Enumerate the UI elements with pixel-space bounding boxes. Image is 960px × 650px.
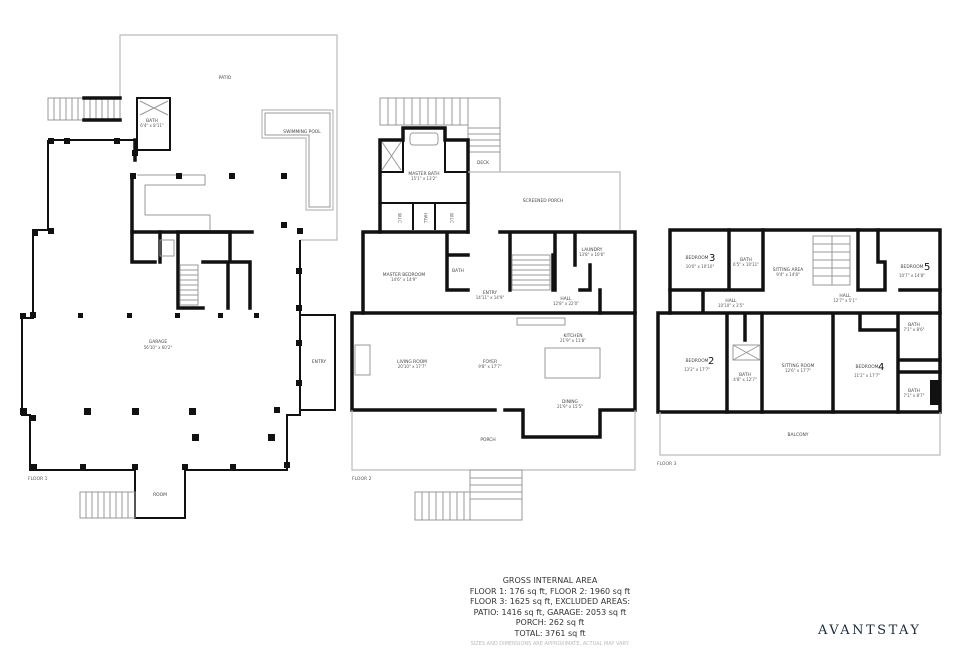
floor3-inner-walls [668, 228, 942, 414]
room-label-wic: W.I.C [397, 213, 402, 223]
floor-label: FLOOR 2 [352, 476, 372, 482]
disclaimer: SIZES AND DIMENSIONS ARE APPROXIMATE, AC… [470, 641, 630, 647]
room-dims: 9'8" x 17'7" [478, 364, 502, 369]
floor-3-plan: BEDROOM 3 10'0" x 10'10" BATH 6'5" x 10'… [656, 228, 942, 467]
room-label-entry: ENTRY [312, 359, 327, 365]
stairs-icon [414, 469, 523, 521]
gross-internal-area-summary: GROSS INTERNAL AREA FLOOR 1: 176 sq ft, … [360, 576, 740, 650]
room-dims: 14'11" x 14'9" [476, 295, 505, 300]
room-label-screened-porch: SCREENED PORCH [523, 198, 564, 204]
room-dims: 21'9" x 15'5" [557, 404, 583, 409]
room-label-bath: BATH [908, 388, 920, 394]
bedroom-number: 3 [709, 253, 715, 264]
garage-outer-wall [21, 139, 301, 519]
room-dims: 15'1" x 13'2" [411, 176, 437, 181]
summary-line: PATIO: 1416 sq ft, GARAGE: 2053 sq ft [473, 607, 627, 617]
room-dims: 6'4" x 8'11" [140, 123, 164, 128]
room-label-bedroom-5: BEDROOM [901, 264, 924, 270]
room-label-garage: GARAGE [149, 339, 168, 345]
room-label-porch: PORCH [480, 437, 495, 443]
room-label-kitchen: KITCHEN [563, 333, 582, 339]
room-label-bedroom-2: BEDROOM [686, 358, 709, 364]
floor-label: FLOOR 3 [657, 461, 677, 467]
summary-title: GROSS INTERNAL AREA [502, 576, 598, 585]
bedroom-number: 2 [708, 356, 714, 367]
room-label-foyer: FOYER [483, 359, 497, 365]
room-label-master-bedroom: MASTER BEDROOM [383, 272, 426, 278]
columns [20, 138, 303, 471]
room-label-hall: HALL [560, 296, 572, 302]
room-label-bath: BATH [739, 372, 751, 378]
room-dims: 13'2" x 17'7" [684, 367, 710, 372]
room-dims: 7'1" x 8'6" [904, 327, 925, 332]
room-dims: 10'10" x 3'5" [718, 303, 744, 308]
room-dims: 4'8" x 12'7" [733, 377, 757, 382]
room-label-master-bath: MASTER BATH [408, 171, 439, 177]
room-dims: 6'5" x 10'11" [733, 262, 759, 267]
room-dims: 21'9" x 11'8" [560, 338, 586, 343]
room-label-sitting-area: SITTING AREA [773, 267, 804, 273]
patio-outline [119, 34, 338, 241]
room-label-bedroom-3: BEDROOM [686, 255, 709, 261]
floor-label: FLOOR 1 [28, 476, 48, 482]
room-label-sitting-room: SITTING ROOM [782, 363, 815, 369]
room-dims: 10'0" x 10'10" [686, 264, 715, 269]
room-dims: 9'4" x 14'8" [776, 272, 800, 277]
stairs-icon [79, 491, 136, 519]
floor1-entry [299, 314, 336, 411]
summary-total: TOTAL: 3761 sq ft [514, 628, 586, 638]
room-label-dining: DINING [562, 399, 579, 405]
room-label-bath: BATH [452, 268, 464, 274]
balcony-outline [659, 412, 941, 456]
room-dims: 14'6" x 14'9" [391, 277, 417, 282]
room-label-hall: HALL [839, 293, 851, 299]
room-label-room: ROOM [153, 492, 167, 498]
room-dims: 7'1" x 8'7" [904, 393, 925, 398]
floor1-bath [136, 97, 171, 151]
summary-line: FLOOR 1: 176 sq ft, FLOOR 2: 1960 sq ft [469, 586, 631, 596]
room-label-entry: ENTRY [483, 290, 498, 296]
master-bath-walls [378, 126, 470, 234]
room-label-bath: BATH [740, 257, 752, 263]
room-label-living-room: LIVING ROOM [397, 359, 427, 365]
summary-line: FLOOR 3: 1625 sq ft, EXCLUDED AREAS: [469, 597, 631, 606]
room-label-laundry: LAUNDRY [582, 247, 603, 253]
room-label-hall: HALL [423, 213, 428, 224]
floor2-upper-walls [361, 230, 637, 315]
room-dims: 11'2" x 17'7" [854, 373, 880, 378]
floor-1-plan: PATIO SWIMMING POOL BATH 6'4" x 8'11" GA… [20, 34, 338, 519]
room-label-hall: HALL [725, 298, 737, 304]
floor2-main-walls [350, 311, 637, 439]
bedroom-number: 5 [924, 262, 930, 273]
room-dims: 12'7" x 5'1" [833, 298, 857, 303]
pool-inner [264, 112, 331, 208]
room-label-swimming-pool: SWIMMING POOL [283, 129, 321, 135]
bedroom-number: 4 [878, 362, 884, 373]
brand-logo: AVANTSTAY [818, 623, 922, 638]
room-label-wic: W.I.C [449, 213, 454, 223]
stairs-icon [47, 96, 122, 122]
room-dims: 13'8" x 10'6" [579, 252, 605, 257]
room-label-balcony: BALCONY [788, 432, 809, 438]
room-label-bath: BATH [146, 118, 158, 124]
room-dims: 10'7" x 14'8" [899, 273, 925, 278]
room-label-bath: BATH [908, 322, 920, 328]
room-label-patio: PATIO [219, 75, 232, 81]
room-dims: 56'10" x 60'2" [144, 345, 173, 350]
screened-porch [468, 171, 621, 230]
floor-2-plan: DECK MASTER BATH 15'1" x 13'2" SCREENED … [350, 97, 637, 521]
summary-line: PORCH: 262 sq ft [515, 618, 585, 627]
room-label-bedroom-4: BEDROOM [856, 364, 879, 370]
swimming-pool [261, 109, 334, 211]
room-dims: 20'10" x 17'7" [398, 364, 427, 369]
room-dims: 12'8" x 22'0" [553, 301, 579, 306]
room-dims: 12'6" x 17'7" [785, 368, 811, 373]
room-label-deck: DECK [477, 160, 489, 166]
